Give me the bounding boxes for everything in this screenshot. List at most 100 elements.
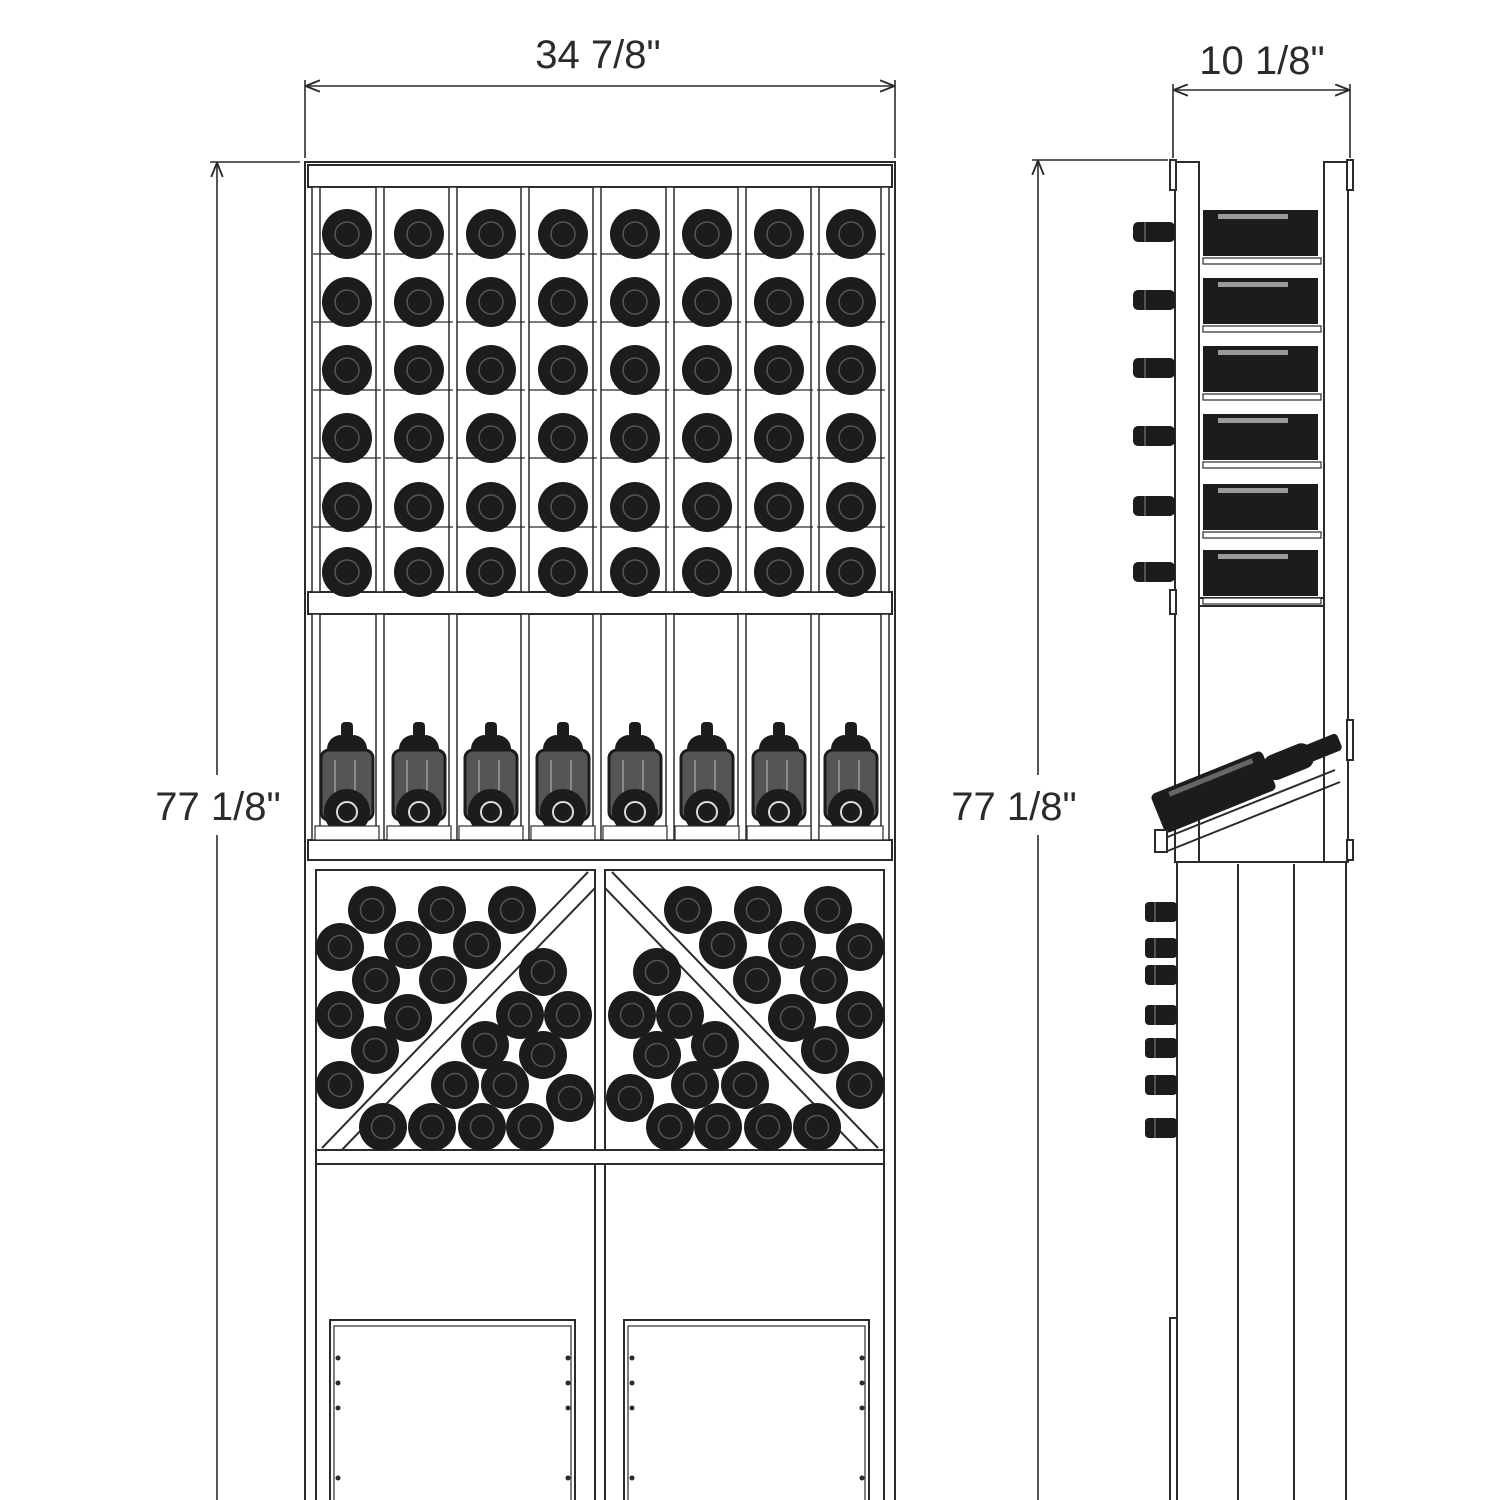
bottle-end (322, 413, 372, 463)
bottle-end (419, 956, 467, 1004)
bottle-end (610, 277, 660, 327)
bottle-end (418, 886, 466, 934)
display-bottle (530, 722, 596, 841)
bottle-end (754, 482, 804, 532)
display-bottle (674, 722, 740, 841)
bottle-end (691, 1021, 739, 1069)
lower-post (665, 613, 675, 841)
bottle-end (754, 345, 804, 395)
screw (565, 1380, 571, 1386)
display-bottle (314, 722, 380, 841)
screw (859, 1475, 865, 1481)
side-depth-label: 10 1/8" (1199, 39, 1324, 83)
bottle-end (610, 547, 660, 597)
bottle-end (322, 277, 372, 327)
side-height-label-bg (935, 775, 1095, 835)
bottle-end (322, 345, 372, 395)
bottle-end (744, 1103, 792, 1151)
bottle-end (610, 345, 660, 395)
bottle-end (519, 948, 567, 996)
side-bottle-profile (1133, 278, 1322, 333)
side-lower-bottle-necks (1145, 902, 1177, 1138)
screw (859, 1405, 865, 1411)
bottle-end (538, 345, 588, 395)
bottle-end (836, 991, 884, 1039)
bottle-end (431, 1061, 479, 1109)
bottle-end (768, 921, 816, 969)
bottle-end (633, 948, 681, 996)
bottle-end (826, 277, 876, 327)
screw (335, 1405, 341, 1411)
bottle-end (316, 991, 364, 1039)
bottle-end (682, 547, 732, 597)
bottle-end (466, 345, 516, 395)
display-bottle (818, 722, 884, 841)
bottle-end (538, 482, 588, 532)
bottle-end (800, 956, 848, 1004)
screw (629, 1475, 635, 1481)
side-bottle-neck (1145, 1005, 1177, 1025)
side-bottle-neck (1145, 902, 1177, 922)
screw (629, 1380, 635, 1386)
bottle-end (519, 1031, 567, 1079)
bottle-end (801, 1026, 849, 1074)
display-bottle (746, 722, 812, 841)
bottle-end (682, 413, 732, 463)
bottle-end (466, 547, 516, 597)
dimension-lines (210, 80, 1351, 1500)
screw (565, 1355, 571, 1361)
bottle-end (384, 994, 432, 1042)
bottle-end (754, 277, 804, 327)
bottle-end (754, 209, 804, 259)
side-bottle-profile (1133, 414, 1322, 469)
bottle-end (734, 886, 782, 934)
bottle-end (646, 1103, 694, 1151)
bottle-end (544, 991, 592, 1039)
display-bottle (386, 722, 452, 841)
bottle-end (826, 482, 876, 532)
bottle-end (394, 209, 444, 259)
lower-post (375, 613, 385, 841)
bottle-end (682, 482, 732, 532)
screw (565, 1475, 571, 1481)
bottle-end (656, 991, 704, 1039)
front-upper-cubby-section (311, 186, 890, 841)
lower-post (448, 613, 458, 841)
bottle-end (610, 413, 660, 463)
width-label-bg (500, 22, 700, 78)
bottle-end (610, 482, 660, 532)
bottle-end (466, 482, 516, 532)
side-bottle-neck (1145, 1038, 1177, 1058)
side-view (1169, 159, 1354, 1500)
lower-post (880, 613, 890, 841)
bottle-end (768, 994, 816, 1042)
display-cradle (458, 825, 524, 841)
bottle-end (461, 1021, 509, 1069)
bottle-end (322, 547, 372, 597)
bottle-end (394, 413, 444, 463)
bottle-end (682, 209, 732, 259)
side-bottle-profile (1133, 550, 1322, 605)
screw (335, 1475, 341, 1481)
bottle-end (322, 209, 372, 259)
bottle-end (506, 1103, 554, 1151)
lower-post (311, 613, 321, 841)
bottle-end (733, 956, 781, 1004)
lower-post (592, 613, 602, 841)
side-bottle-profile (1133, 346, 1322, 401)
bottle-end (488, 886, 536, 934)
bottle-end (793, 1103, 841, 1151)
screw (565, 1405, 571, 1411)
bottle-end (359, 1103, 407, 1151)
lower-post (810, 613, 820, 841)
bottle-end (394, 345, 444, 395)
bottle-end (682, 345, 732, 395)
lower-post (520, 613, 530, 841)
display-cradle (530, 825, 596, 841)
bottle-end (721, 1061, 769, 1109)
screw (859, 1380, 865, 1386)
bottle-end (394, 547, 444, 597)
bottle-end (538, 277, 588, 327)
front-width-label: 34 7/8" (535, 33, 660, 77)
display-bottle (602, 722, 668, 841)
